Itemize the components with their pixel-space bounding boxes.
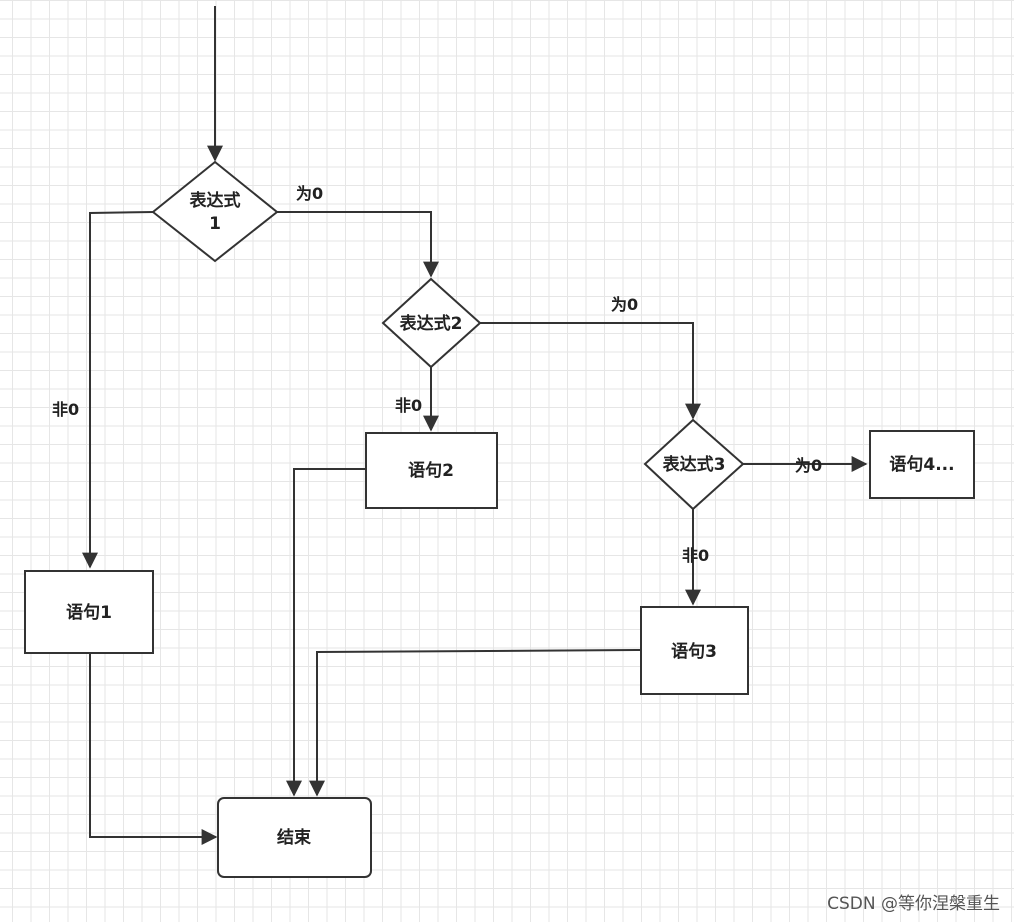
- edge-expr2-to-expr3: [479, 322, 701, 420]
- decision-expr3: [643, 418, 745, 511]
- decision-expr2: [381, 277, 482, 369]
- process-stmt3-label: 语句3: [671, 641, 717, 662]
- process-stmt4-label: 语句4...: [889, 454, 954, 475]
- terminal-end: [217, 797, 372, 878]
- process-stmt1-label: 语句1: [66, 602, 112, 623]
- process-stmt1: [24, 570, 154, 654]
- watermark-text: CSDN @等你涅槃重生: [827, 894, 1000, 914]
- process-stmt3: [640, 606, 749, 695]
- process-stmt2: [365, 432, 498, 509]
- process-stmt4: [869, 430, 975, 499]
- edge-stmt1-to-end: [89, 653, 218, 845]
- decision-expr1-label-line1: 表达式: [190, 190, 241, 211]
- edge-label-expr2-zero: 为0: [611, 295, 638, 314]
- decision-expr2-label: 表达式2: [400, 313, 463, 334]
- edge-stmt2-to-end: [286, 468, 366, 797]
- edge-label-expr1-nonzero: 非0: [52, 400, 79, 419]
- edge-label-expr3-nonzero: 非0: [682, 546, 709, 565]
- edge-label-expr2-nonzero: 非0: [395, 396, 422, 415]
- edge-expr1-to-stmt1: [82, 211, 155, 569]
- edge-stmt3-to-end: [309, 649, 642, 797]
- process-stmt2-label: 语句2: [408, 460, 454, 481]
- decision-expr1-label-line2: 1: [209, 214, 221, 234]
- edge-label-expr3-zero: 为0: [795, 456, 822, 475]
- decision-expr1: [151, 160, 279, 263]
- edge-label-expr1-zero: 为0: [296, 184, 323, 203]
- terminal-end-label: 结束: [277, 827, 311, 848]
- edge-expr1-to-expr2: [276, 211, 439, 278]
- decision-expr3-label: 表达式3: [663, 454, 726, 475]
